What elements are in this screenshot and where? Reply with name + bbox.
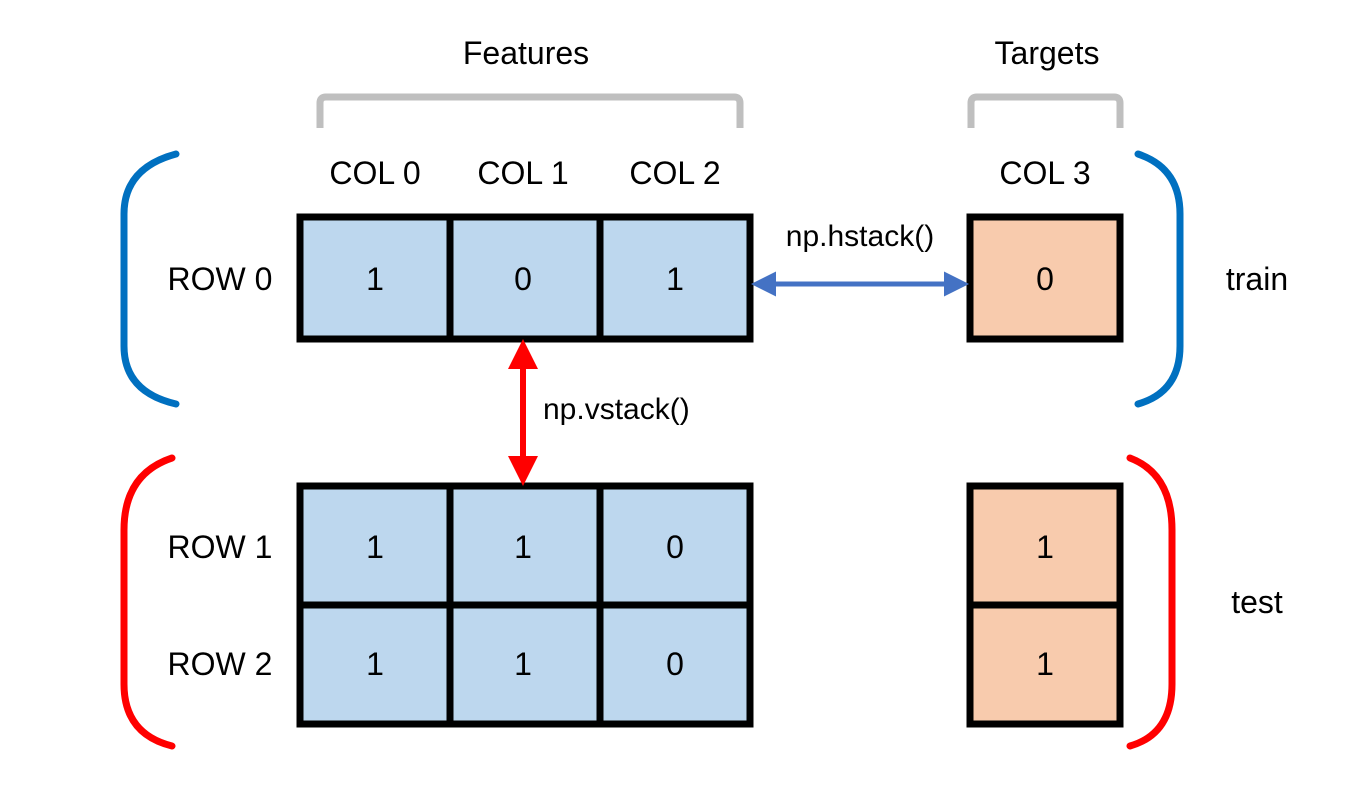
test-right-bracket xyxy=(1126,454,1176,750)
train-right-bracket xyxy=(1134,150,1184,408)
targets-header-bracket xyxy=(967,93,1124,128)
cell-value: 1 xyxy=(666,261,684,297)
test-left-bracket xyxy=(120,454,176,750)
cell-value: 1 xyxy=(514,529,532,565)
target-cell xyxy=(966,213,1124,343)
row-0-label: ROW 0 xyxy=(168,261,273,297)
cell-value: 1 xyxy=(366,529,384,565)
vstack-label: np.vstack() xyxy=(543,393,690,426)
test-feature-rows: 1 1 0 1 1 0 xyxy=(296,482,754,728)
col-3-label: COL 3 xyxy=(999,155,1090,191)
target-cell xyxy=(966,601,1124,728)
cell-value: 0 xyxy=(666,529,684,565)
row-1-label: ROW 1 xyxy=(168,529,273,565)
feature-cell xyxy=(296,601,454,728)
features-header: Features xyxy=(463,35,589,71)
row-2-label: ROW 2 xyxy=(168,646,273,682)
targets-header: Targets xyxy=(995,35,1100,71)
test-label: test xyxy=(1231,584,1283,620)
cell-value: 0 xyxy=(666,646,684,682)
cell-value: 1 xyxy=(366,646,384,682)
feature-cell xyxy=(596,601,754,728)
train-left-bracket xyxy=(120,150,180,408)
feature-cell xyxy=(296,213,454,343)
train-feature-row: 1 0 1 xyxy=(296,213,754,343)
cell-value: 0 xyxy=(1036,261,1054,297)
train-label: train xyxy=(1226,261,1288,297)
features-header-bracket xyxy=(316,93,744,128)
col-0-label: COL 0 xyxy=(329,155,420,191)
test-target-cells: 1 1 xyxy=(966,482,1124,728)
hstack-label: np.hstack() xyxy=(786,220,934,253)
cell-value: 0 xyxy=(514,261,532,297)
col-1-label: COL 1 xyxy=(477,155,568,191)
train-target-cell: 0 xyxy=(966,213,1124,343)
feature-cell xyxy=(596,213,754,343)
col-2-label: COL 2 xyxy=(629,155,720,191)
cell-value: 1 xyxy=(1036,529,1054,565)
cell-value: 1 xyxy=(514,646,532,682)
cell-value: 1 xyxy=(366,261,384,297)
feature-cell xyxy=(446,601,604,728)
cell-value: 1 xyxy=(1036,646,1054,682)
